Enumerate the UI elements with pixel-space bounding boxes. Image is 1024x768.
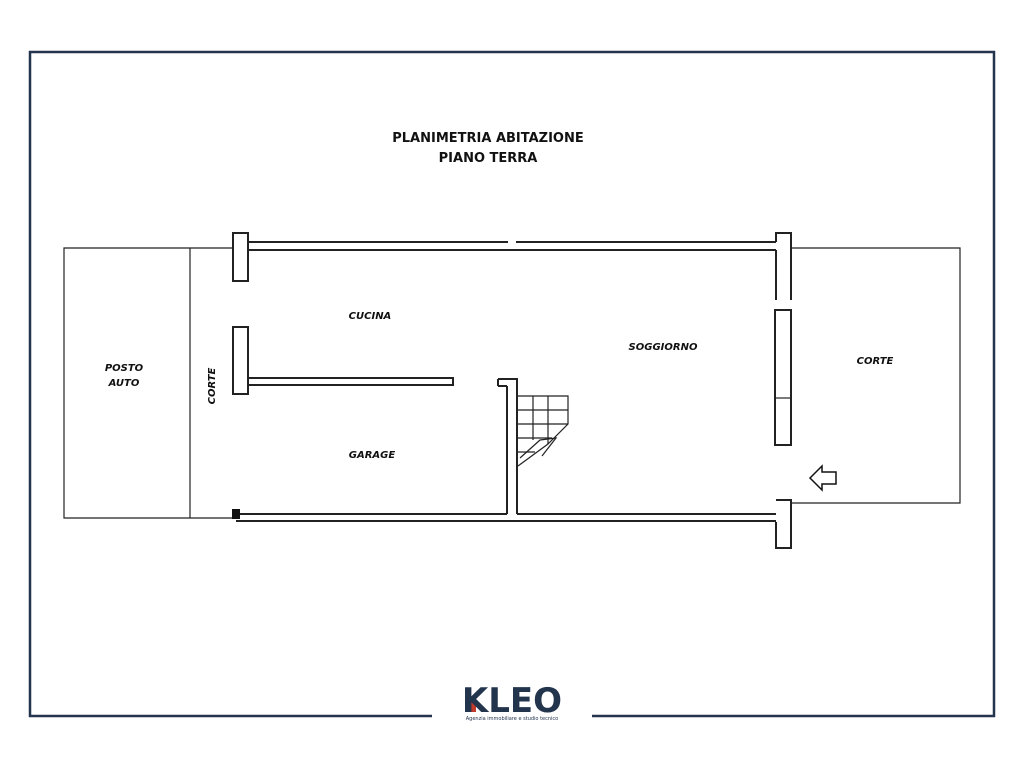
entrance-arrow-icon	[808, 464, 837, 492]
room-label-posto-auto-1: POSTO	[105, 363, 144, 374]
page-frame	[28, 50, 996, 718]
logo-tagline: Agenzia immobiliare e studio tecnico	[466, 716, 558, 722]
building-walls	[232, 232, 792, 549]
room-label-garage: GARAGE	[349, 450, 396, 461]
room-label-corte-left: CORTE	[207, 367, 218, 404]
staircase	[517, 395, 569, 467]
corte-right-area	[791, 247, 961, 504]
room-label-soggiorno: SOGGIORNO	[629, 342, 698, 353]
posto-auto-area	[63, 247, 234, 519]
logo-name: KLEO	[462, 681, 562, 721]
room-label-cucina: CUCINA	[349, 311, 392, 322]
kleo-logo: KLEO Agenzia immobiliare e studio tecnic…	[462, 681, 562, 722]
plan-title-line2: PIANO TERRA	[439, 151, 538, 166]
room-label-corte-right: CORTE	[857, 356, 894, 367]
house-icon	[466, 701, 476, 712]
room-label-posto-auto-2: AUTO	[108, 378, 140, 389]
plan-title-line1: PLANIMETRIA ABITAZIONE	[392, 131, 584, 146]
